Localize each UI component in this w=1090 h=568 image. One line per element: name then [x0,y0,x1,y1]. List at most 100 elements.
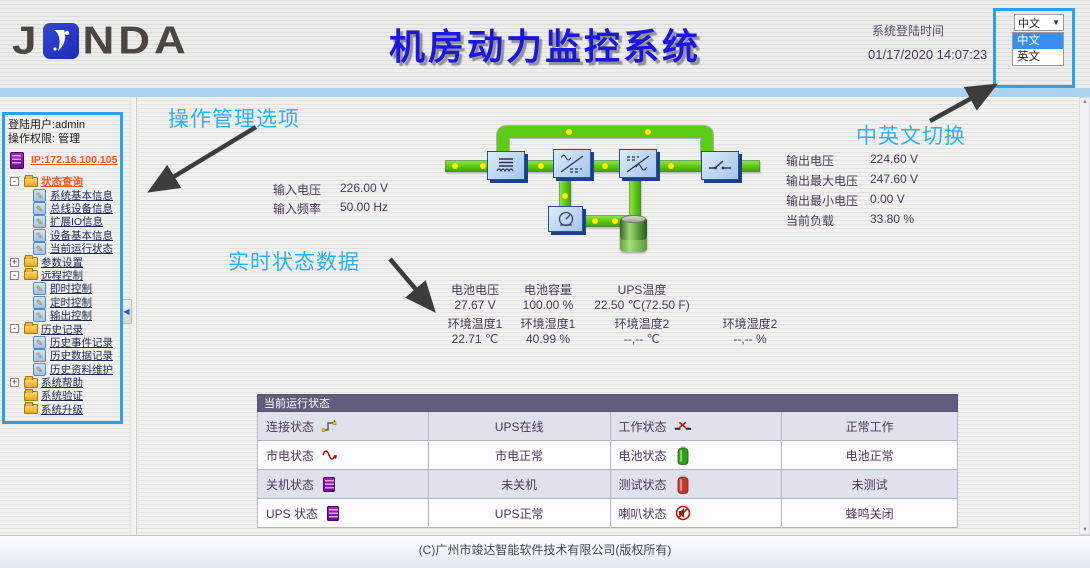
page-icon [33,215,46,229]
folder-icon [24,174,38,187]
work-switch-icon [674,417,692,435]
output-min-voltage-row: 输出最小电压 0.00 V [786,192,905,208]
tree-item-current-run-status[interactable]: 当前运行状态 [8,242,120,255]
scroll-up-icon[interactable]: ▲ [1082,99,1088,105]
dc-ac-icon [626,154,650,173]
footer-divider [0,535,1090,537]
env-temp2-value: --,-- ℃ [623,332,661,346]
shutdown-server-icon [323,476,336,492]
tree-item-device-basic-info[interactable]: 设备基本信息 [8,228,120,242]
ups-status-value: UPS正常 [427,498,611,528]
battery-pipe-vertical [629,176,641,224]
sidebar-splitter[interactable] [129,97,137,568]
tree-item-remote-control[interactable]: 远程控制 [8,268,120,282]
language-selected-value: 中文 [1018,17,1040,30]
tree-item-extended-io-info[interactable]: 扩展IO信息 [8,215,120,228]
battery-stats-values: 27.67 V 100.00 % 22.50 ℃(72.50 F) [438,298,700,312]
page-icon [33,201,46,215]
language-option-chinese[interactable]: 中文 [1013,33,1063,49]
page-icon [33,309,46,323]
run-status-table: 当前运行状态 连接状态 UPS在线 工作状态 正常工作 市电状态 市电正常 电池… [257,394,958,528]
folder-icon [24,388,38,401]
collapse-toggle-icon[interactable] [10,177,19,187]
expand-toggle-icon[interactable] [10,257,19,267]
page-icon [33,295,46,309]
battery-voltage-value: 27.67 V [454,298,496,312]
folder-icon [24,255,38,268]
ac-dc-icon [560,154,584,173]
tree-item-system-upgrade[interactable]: 系统升级 [8,402,120,416]
tree-item-history-records[interactable]: 历史记录 [8,321,120,336]
scroll-down-icon[interactable]: ▼ [1082,527,1088,533]
input-filter-box [487,151,525,180]
env-temp1-value: 22.71 ℃ [451,332,499,346]
sidebar: 登陆用户:admin 操作权限: 管理 IP:172.16.100.105 状态… [2,112,123,425]
language-select[interactable]: 中文 ▼ [1014,14,1064,31]
expand-toggle-icon[interactable] [10,378,19,388]
header: J NDA 机房动力监控系统 系统登陆时间 01/17/2020 14:07:2… [0,0,1090,88]
page-icon [33,349,46,363]
device-server-icon [10,151,24,169]
login-time-value: 01/17/2020 14:07:23 [868,47,988,62]
table-row: 连接状态 UPS在线 工作状态 正常工作 [257,411,958,441]
charger-gauge-box [548,206,583,232]
device-ip-row[interactable]: IP:172.16.100.105 [8,148,120,172]
folder-icon [24,268,38,281]
collapse-toggle-icon[interactable] [10,270,19,280]
output-max-voltage-row: 输出最大电压 247.60 V [786,172,919,188]
bypass-switch-box [701,151,739,180]
tree-item-system-verification[interactable]: 系统验证 [8,388,120,402]
run-status-table-header: 当前运行状态 [257,394,958,412]
battery-capacity-value: 100.00 % [522,298,574,312]
env-humidity2-value: --,-- % [733,332,767,346]
mains-status-value: 市电正常 [427,440,611,470]
ups-temperature-value: 22.50 ℃(72.50 F) [594,298,690,312]
device-ip-link[interactable]: IP:172.16.100.105 [31,154,118,166]
tree-item-history-data-records[interactable]: 历史数据记录 [8,349,120,362]
battery-status-value: 电池正常 [781,440,958,470]
page-icon [33,242,46,256]
tree-item-instant-control[interactable]: 即时控制 [8,282,120,295]
page-icon [33,188,46,202]
tree-item-parameter-settings[interactable]: 参数设置 [8,255,120,269]
rectifier-box [553,149,591,178]
permission-label: 操作权限: 管理 [8,133,81,145]
tree-item-system-help[interactable]: 系统帮助 [8,375,120,389]
realtime-annotation-note: 实时状态数据 [228,251,360,274]
tree-item-history-event-records[interactable]: 历史事件记录 [8,335,120,349]
tree-item-timed-control[interactable]: 定时控制 [8,295,120,309]
page-title: 机房动力监控系统 [388,26,701,67]
page-icon [33,228,46,242]
jonda-logo: J NDA [12,16,190,66]
input-frequency-row: 输入频率 50.00 Hz [273,200,389,216]
inverter-box [619,149,657,178]
table-row: UPS 状态 UPS正常 喇叭状态 蜂鸣关闭 [257,498,958,528]
tree-item-output-control[interactable]: 输出控制 [8,309,120,322]
footer-copyright: (C)广州市竣达智能软件技术有限公司(版权所有) [0,537,1090,568]
env-stats-labels: 环境温度1 环境湿度1 环境温度2 环境湿度2 [447,317,778,331]
language-annotation-note: 中英文切换 [856,125,966,148]
battery-stats-labels: 电池电压 电池容量 UPS温度 [450,283,667,297]
login-time-label: 系统登陆时间 [872,24,945,38]
env-stats-values: 22.71 ℃ 40.99 % --,-- ℃ --,-- % [438,332,800,346]
folder-icon [24,375,38,388]
battery-cylinder [620,215,647,252]
bypass-pipe [497,126,713,166]
tree-item-status-query[interactable]: 状态查询 [8,174,120,188]
collapse-toggle-icon[interactable] [10,324,19,334]
main-scrollbar[interactable]: ▲ ▼ [1079,97,1090,535]
connection-status-icon [321,417,339,435]
select-caret-icon: ▼ [1052,18,1060,27]
ups-server-icon [327,505,340,521]
table-row: 市电状态 市电正常 电池状态 电池正常 [257,440,958,470]
language-option-english[interactable]: 英文 [1017,51,1040,63]
nav-tree: 状态查询 系统基本信息 总线设备信息 扩展IO信息 设备基本信息 当前运行状态 … [8,174,120,416]
language-annotation-box [993,8,1075,88]
input-frequency-value: 50.00 Hz [340,200,389,214]
battery-test-icon [674,475,692,494]
tree-item-bus-device-info[interactable]: 总线设备信息 [8,201,120,215]
shutdown-status-value: 未关机 [427,469,611,499]
tree-item-history-data-maintenance[interactable]: 历史资料维护 [8,362,120,376]
table-row: 关机状态 未关机 测试状态 未测试 [257,469,958,499]
tree-item-system-basic-info[interactable]: 系统基本信息 [8,188,120,202]
